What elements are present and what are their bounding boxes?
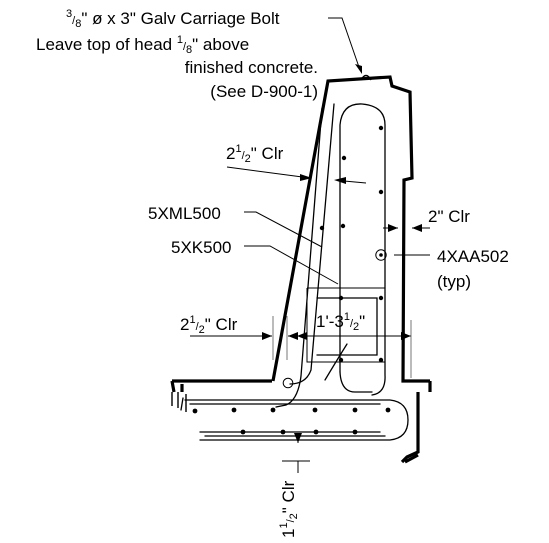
label-typ: (typ) — [437, 272, 471, 291]
clr-top-whole: 2 — [226, 144, 235, 163]
leader-lines — [190, 17, 430, 473]
bolt-line1-post: " ø x 3" Galv Carriage Bolt — [81, 9, 279, 28]
concrete-outline — [170, 75, 432, 464]
callout-clr-bottom: 11/2" Clr — [278, 480, 300, 538]
rebar-5xk500 — [306, 287, 386, 381]
svg-text:21/2" Clr: 21/2" Clr — [226, 143, 284, 165]
svg-text:11/2" Clr: 11/2" Clr — [278, 480, 300, 538]
dimension-width: 1'-31/2" — [316, 311, 365, 333]
bolt-line2-post: " above — [192, 35, 249, 54]
bolt-line4: (See D-900-1) — [210, 82, 318, 101]
rebar-5xml500 — [339, 103, 386, 396]
callout-clr-left: 21/2" Clr — [180, 314, 238, 336]
callout-clr-top: 21/2" Clr — [226, 143, 284, 165]
bolt2-frac-num: 1 — [177, 34, 183, 46]
clr-top-post: " Clr — [251, 144, 284, 163]
carriage-bolt — [282, 74, 372, 389]
bolt-line2-pre: Leave top of head — [36, 35, 177, 54]
label-5xml500: 5XML500 — [148, 204, 221, 223]
bar-4xaa502-symbol — [375, 249, 387, 261]
svg-text:21/2" Clr: 21/2" Clr — [180, 314, 238, 336]
svg-text:3/8" ø x 3" Galv Carriage Bolt: 3/8" ø x 3" Galv Carriage Bolt — [66, 8, 280, 30]
label-5xk500: 5XK500 — [171, 238, 232, 257]
bolt-frac-num: 3 — [66, 8, 72, 20]
bolt-frac-den: 8 — [75, 18, 81, 30]
svg-text:Leave top of head 1/8" above: Leave top of head 1/8" above — [36, 34, 249, 56]
svg-text:1'-31/2": 1'-31/2" — [316, 311, 365, 333]
label-4xaa502: 4XAA502 — [437, 247, 509, 266]
bolt2-frac-den: 8 — [186, 44, 192, 56]
label-2in-clr: 2" Clr — [428, 207, 470, 226]
callout-bolt: 3/8" ø x 3" Galv Carriage Bolt Leave top… — [36, 8, 318, 101]
bolt-line3: finished concrete. — [185, 58, 318, 77]
base-rebar — [180, 397, 409, 441]
rebar-dots — [192, 125, 391, 435]
